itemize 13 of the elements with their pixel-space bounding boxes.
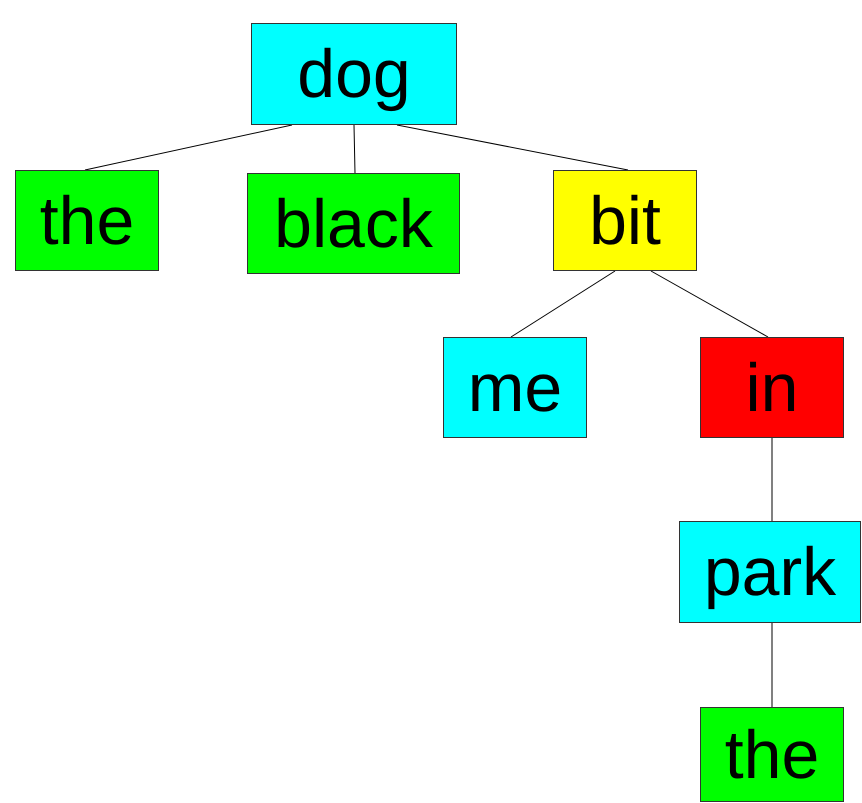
word-box: park	[679, 521, 861, 623]
connector-line	[396, 124, 628, 170]
word-box: the	[15, 170, 159, 271]
connector-line	[354, 124, 356, 174]
word-box: in	[700, 337, 844, 438]
word-box: dog	[251, 23, 457, 125]
connector-line	[510, 270, 616, 338]
connector-line	[84, 124, 292, 170]
word-box: me	[443, 337, 587, 438]
word-box: bit	[553, 170, 697, 271]
connector-line	[650, 270, 768, 338]
word-box: the	[700, 707, 844, 802]
word-box: black	[247, 173, 460, 274]
